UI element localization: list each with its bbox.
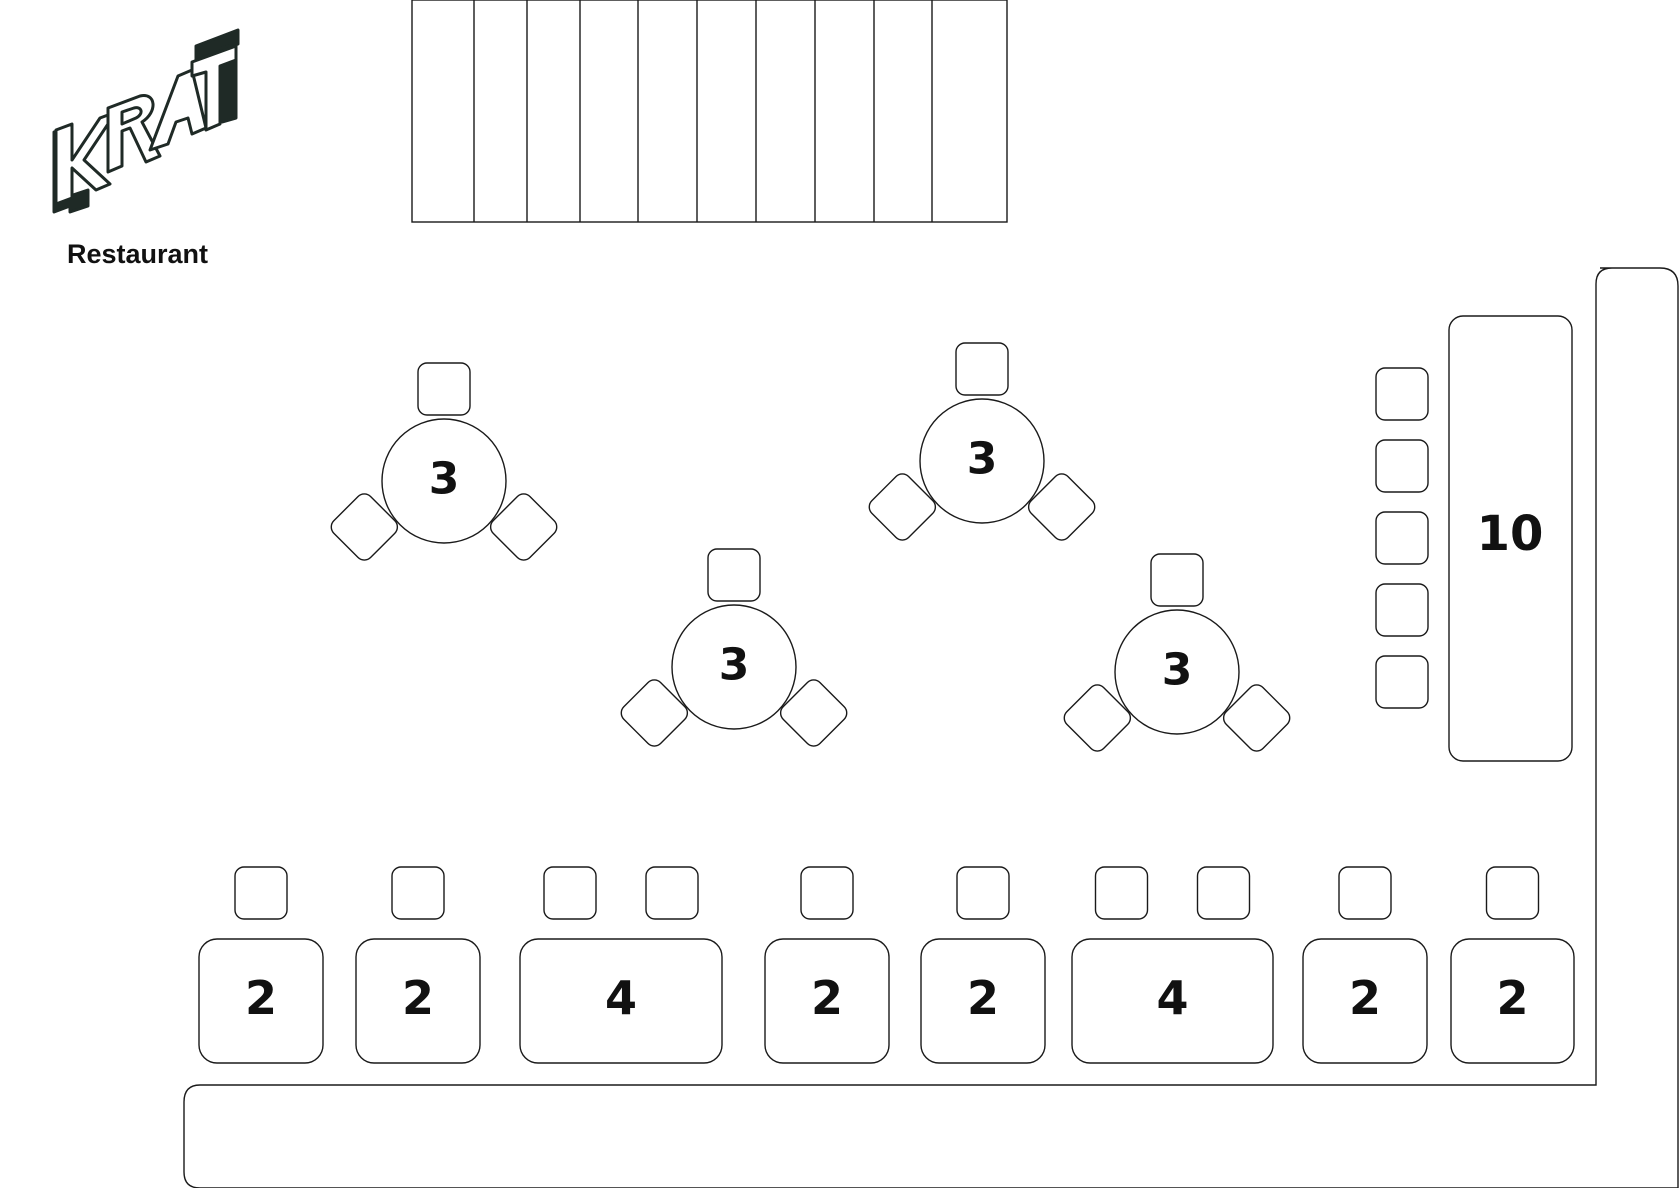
- long-table-chairs: [1375, 367, 1429, 709]
- round-table-label: 3: [719, 640, 750, 691]
- round-table[interactable]: [671, 604, 797, 730]
- kraft-logo: [52, 28, 240, 214]
- row-table-label: 2: [1496, 971, 1528, 1025]
- brand-subtitle: Restaurant: [67, 239, 208, 269]
- round-table[interactable]: [919, 398, 1045, 524]
- row-table[interactable]: [198, 938, 324, 1064]
- chair[interactable]: [417, 362, 471, 416]
- counter-wall: [183, 267, 1679, 1188]
- row-table-2: 2: [355, 866, 481, 1064]
- chair[interactable]: [1196, 866, 1251, 920]
- chair[interactable]: [1375, 511, 1429, 565]
- chair[interactable]: [1061, 681, 1135, 755]
- chair[interactable]: [707, 548, 761, 602]
- staircase: [411, 0, 1008, 223]
- long-table-label: 10: [1477, 506, 1544, 562]
- round-table[interactable]: [1114, 609, 1240, 735]
- round-tables: 3 3 3 3: [328, 342, 1294, 755]
- row-table[interactable]: [355, 938, 481, 1064]
- chair[interactable]: [328, 490, 402, 564]
- long-table[interactable]: [1448, 315, 1573, 762]
- chair[interactable]: [1150, 553, 1204, 607]
- row-table-label: 2: [967, 971, 999, 1025]
- chair[interactable]: [1375, 439, 1429, 493]
- row-table[interactable]: [519, 938, 723, 1064]
- row-tables: 2 2 4 2 2 4 2 2: [198, 866, 1575, 1064]
- row-table-3: 4: [519, 866, 723, 1064]
- chair[interactable]: [618, 676, 692, 750]
- round-table-label: 3: [1162, 645, 1193, 696]
- long-table-group: 10: [1375, 315, 1573, 762]
- chair[interactable]: [1094, 866, 1149, 920]
- row-table[interactable]: [920, 938, 1046, 1064]
- chair[interactable]: [1338, 866, 1392, 920]
- round-table[interactable]: [381, 418, 507, 544]
- chair[interactable]: [543, 866, 597, 920]
- chair[interactable]: [1375, 583, 1429, 637]
- row-table[interactable]: [1302, 938, 1428, 1064]
- row-table-7: 2: [1302, 866, 1428, 1064]
- row-table-label: 4: [605, 971, 637, 1025]
- chair[interactable]: [956, 866, 1010, 920]
- chair[interactable]: [777, 676, 851, 750]
- round-table-3: 3: [618, 548, 851, 750]
- round-table-label: 3: [429, 454, 460, 505]
- row-table[interactable]: [1071, 938, 1274, 1064]
- chair[interactable]: [487, 490, 561, 564]
- row-table-1: 2: [198, 866, 324, 1064]
- chair[interactable]: [1375, 655, 1429, 709]
- round-table-2: 3: [866, 342, 1099, 544]
- chair[interactable]: [800, 866, 854, 920]
- round-table-label: 3: [967, 434, 998, 485]
- chair[interactable]: [645, 866, 699, 920]
- chair[interactable]: [391, 866, 445, 920]
- round-table-4: 3: [1061, 553, 1294, 755]
- round-table-1: 3: [328, 362, 561, 564]
- chair[interactable]: [1485, 866, 1540, 920]
- row-table-label: 2: [1349, 971, 1381, 1025]
- row-table[interactable]: [1450, 938, 1575, 1064]
- chair[interactable]: [234, 866, 288, 920]
- chair[interactable]: [1375, 367, 1429, 421]
- staircase-outline: [411, 0, 1008, 223]
- chair[interactable]: [955, 342, 1009, 396]
- chair[interactable]: [866, 470, 940, 544]
- row-table-label: 2: [811, 971, 843, 1025]
- row-table-label: 2: [245, 971, 277, 1025]
- row-table-5: 2: [920, 866, 1046, 1064]
- row-table[interactable]: [764, 938, 890, 1064]
- row-table-label: 4: [1156, 971, 1188, 1025]
- chair[interactable]: [1220, 681, 1294, 755]
- row-table-6: 4: [1071, 866, 1274, 1064]
- chair[interactable]: [1025, 470, 1099, 544]
- row-table-4: 2: [764, 866, 890, 1064]
- row-table-8: 2: [1450, 866, 1575, 1064]
- row-table-label: 2: [402, 971, 434, 1025]
